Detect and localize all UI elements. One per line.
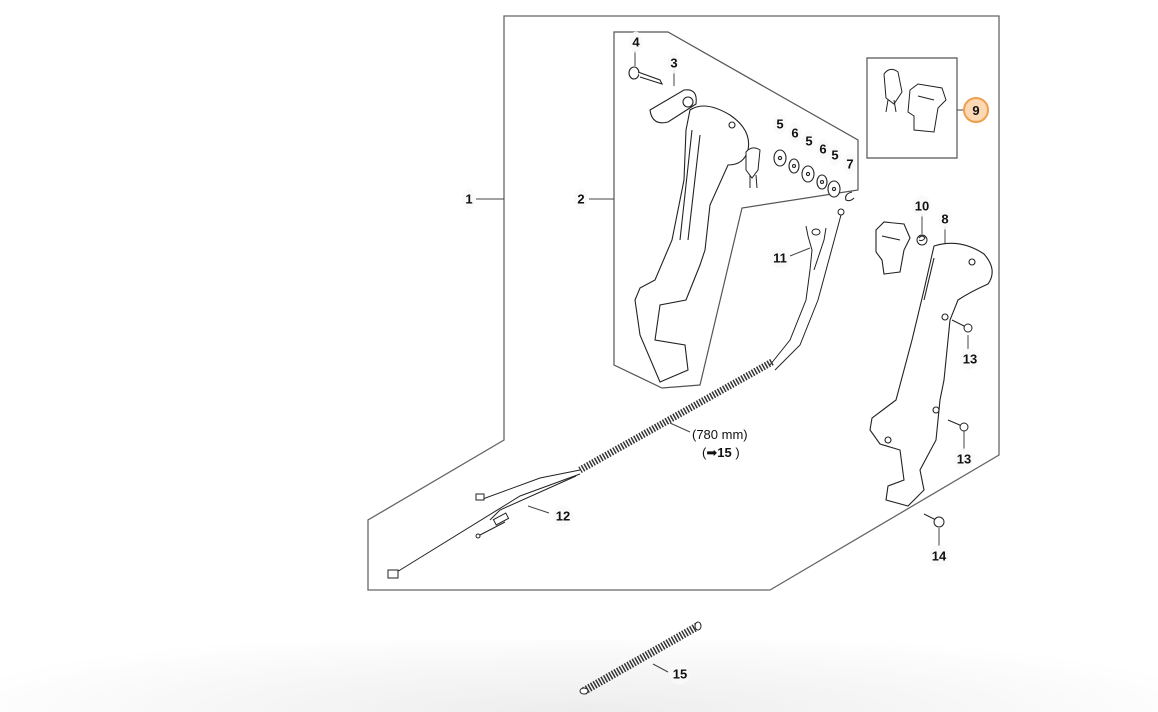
callout-2[interactable]: 2 [574,188,588,210]
callout-7[interactable]: 7 [843,153,857,175]
part-4-screw [629,67,662,84]
part-10-spring [917,235,927,245]
part-9-trigger-kit [884,69,946,132]
part-3-lever [650,90,696,123]
kit-box-9 [867,58,957,158]
callout-9-highlighted[interactable]: 9 [963,97,989,123]
callout-13-upper[interactable]: 13 [959,348,981,370]
part-15-conduit [580,622,701,694]
bottom-shadow [0,640,1158,712]
callout-11[interactable]: 11 [770,247,790,269]
switch-part [746,148,760,188]
ref-close: ) [735,445,740,460]
arrow-right-icon: ➡ [706,445,718,460]
washers [774,150,854,201]
trigger-part [876,222,910,274]
callout-12[interactable]: 12 [552,505,574,527]
callout-5a[interactable]: 5 [773,113,787,135]
cable-reference: (➡15 ) [702,446,740,459]
ref-number[interactable]: 15 [717,445,732,460]
cable-harness [388,270,818,578]
ref-open: ( [702,445,707,460]
assembly-frame-1 [368,16,999,590]
callout-6b[interactable]: 6 [816,138,830,160]
part-11-cable-ends [806,209,844,300]
callout-10[interactable]: 10 [911,195,933,217]
cable-length-note: (780 mm) [692,427,748,442]
part-8-handle-half [870,243,992,506]
screw-13-upper [952,320,972,332]
callout-5b[interactable]: 5 [802,130,816,152]
callout-5c[interactable]: 5 [828,144,842,166]
screw-13-lower [948,420,968,431]
callout-14[interactable]: 14 [928,545,950,567]
callout-13-lower[interactable]: 13 [953,448,975,470]
callout-8[interactable]: 8 [938,208,952,230]
screw-14 [924,514,944,527]
callout-4[interactable]: 4 [629,31,643,53]
callout-3[interactable]: 3 [667,52,681,74]
callout-15[interactable]: 15 [669,663,691,685]
callout-6a[interactable]: 6 [788,122,802,144]
subassembly-frame-2 [614,32,858,388]
callout-1[interactable]: 1 [462,188,476,210]
part-2-handle-half [635,106,749,382]
